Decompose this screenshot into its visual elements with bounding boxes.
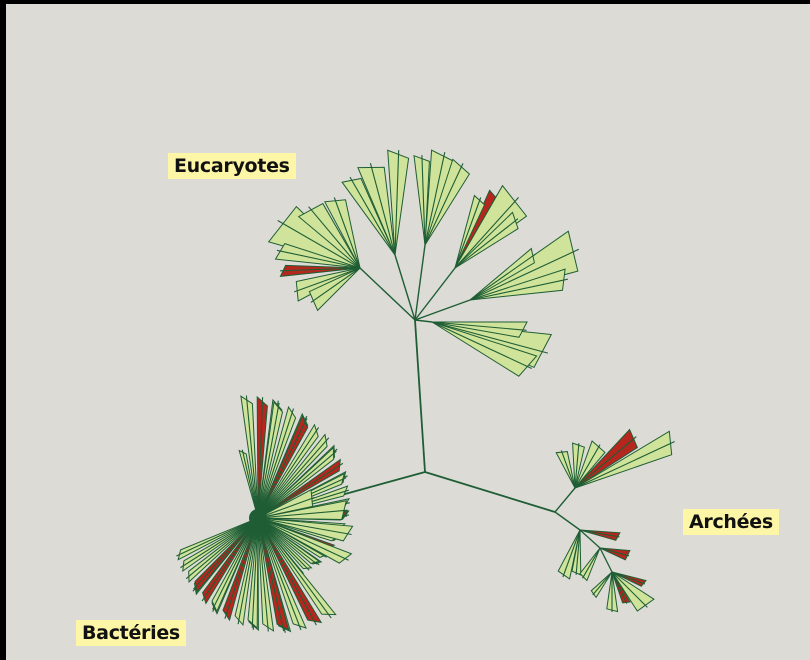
bacteria-clades bbox=[176, 396, 352, 633]
bacteria-label: Bactéries bbox=[76, 620, 186, 646]
archaea-clades bbox=[556, 430, 675, 613]
tree-branch bbox=[415, 320, 432, 322]
clade-wedge bbox=[556, 452, 575, 488]
eukaryotes-label: Eucaryotes bbox=[168, 153, 296, 179]
tree-branch bbox=[415, 320, 425, 472]
tree-branch bbox=[555, 512, 580, 530]
tree-branch bbox=[425, 472, 555, 512]
bacteria-hub bbox=[249, 509, 267, 527]
tree-branch bbox=[555, 488, 575, 512]
eukaryote-clades bbox=[269, 150, 579, 376]
archaea-label: Archées bbox=[683, 509, 779, 535]
clade-branch bbox=[583, 548, 601, 578]
